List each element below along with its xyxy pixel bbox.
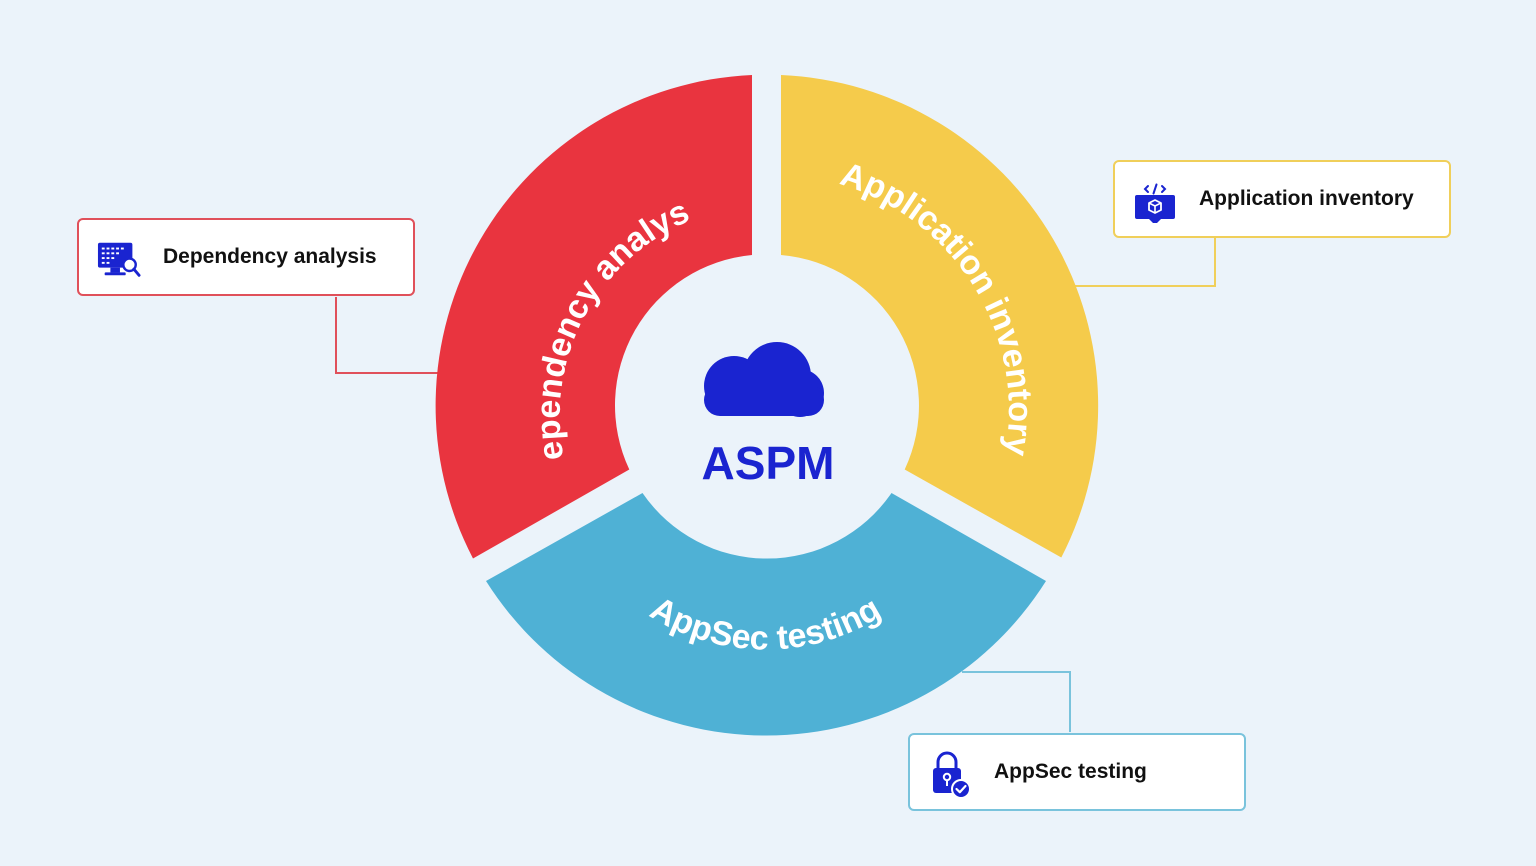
connector-inventory bbox=[1075, 238, 1216, 287]
callout-label-appsec: AppSec testing bbox=[994, 760, 1147, 783]
center-title: ASPM bbox=[702, 437, 835, 489]
callout-label-dependency: Dependency analysis bbox=[163, 245, 377, 268]
lock-check-icon bbox=[928, 751, 972, 799]
code-scan-monitor-icon bbox=[97, 238, 141, 282]
callout-dependency-analysis: Dependency analysis bbox=[77, 218, 415, 296]
segment-dependency bbox=[435, 75, 752, 559]
connector-appsec bbox=[962, 671, 1071, 732]
cloud-icon bbox=[704, 342, 824, 417]
callout-label-inventory: Application inventory bbox=[1199, 187, 1414, 210]
callout-application-inventory: Application inventory bbox=[1113, 160, 1451, 238]
segment-appsec bbox=[486, 493, 1046, 736]
segment-inventory bbox=[781, 75, 1099, 558]
connector-dependency bbox=[335, 297, 440, 374]
code-package-monitor-icon bbox=[1133, 180, 1177, 224]
callout-appsec-testing: AppSec testing bbox=[908, 733, 1246, 811]
